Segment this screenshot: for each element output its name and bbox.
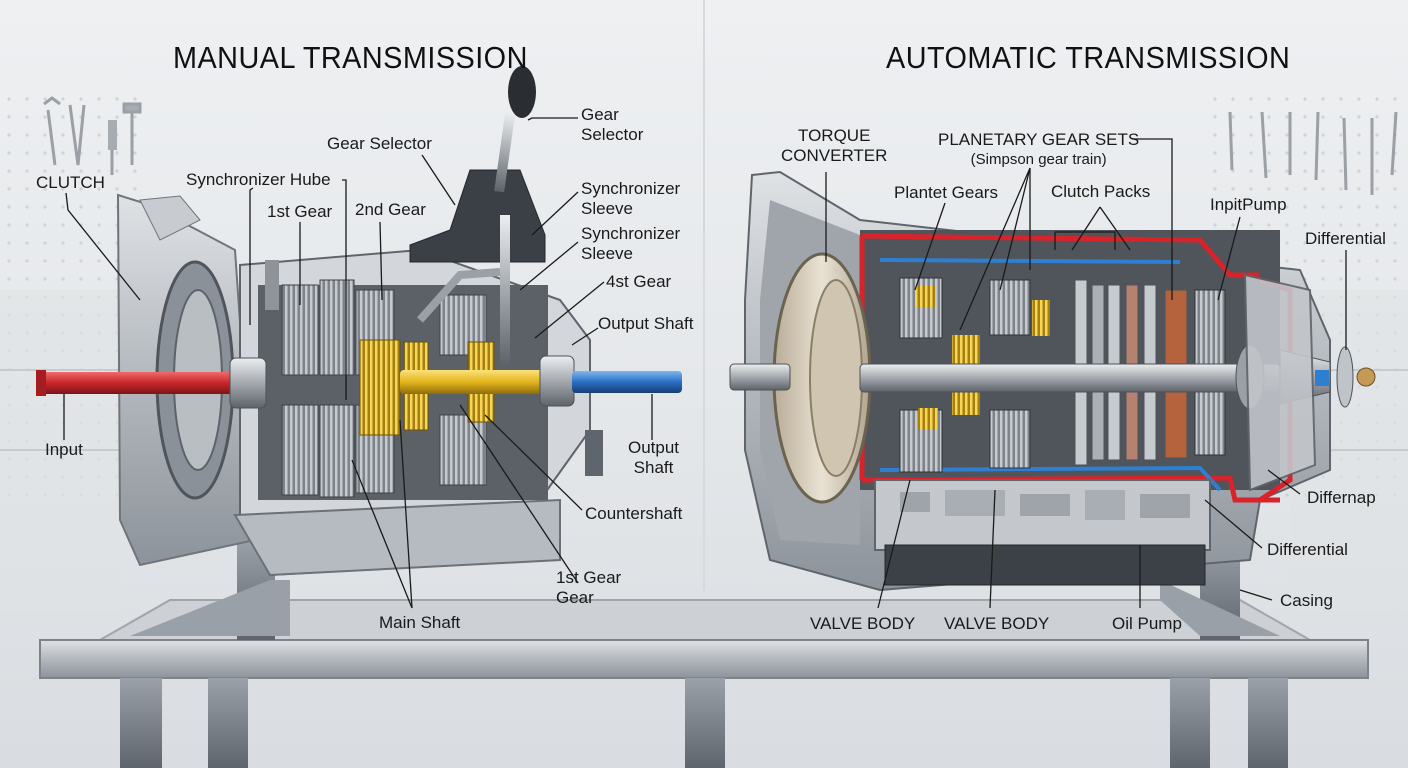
label-line: TORQUE <box>798 126 871 145</box>
label-line: 1st Gear <box>556 568 622 587</box>
label-clutch-packs: Clutch Packs <box>1051 182 1151 201</box>
label-line: Selector <box>581 125 644 144</box>
gear-selector <box>409 66 546 365</box>
label-countershaft: Countershaft <box>585 504 683 523</box>
label-line: Output <box>628 438 680 457</box>
label-valve-body-1: VALVE BODY <box>810 614 916 633</box>
label-line: Synchronizer <box>581 224 681 243</box>
hammer-icon <box>122 102 142 165</box>
label-second-gear: 2nd Gear <box>355 200 426 219</box>
label-line: Gear <box>581 105 619 124</box>
label-differnap: Differnap <box>1307 488 1376 507</box>
manual-title: MANUAL TRANSMISSION <box>173 40 528 75</box>
label-main-shaft: Main Shaft <box>379 613 461 632</box>
planetary-gears <box>899 277 1050 473</box>
leader-lines <box>63 117 1347 609</box>
label-inputpump: InpitPump <box>1210 195 1287 214</box>
workbench <box>39 540 1369 768</box>
label-output-shaft-bottom: Output Shaft <box>628 438 679 478</box>
label-planetary-gear-sets: PLANETARY GEAR SETS (Simpson gear train) <box>938 130 1139 170</box>
label-synchronizer-sleeve-1: Synchronizer Sleeve <box>581 179 680 219</box>
label-differential-mid: Differential <box>1267 540 1348 559</box>
automatic-transmission <box>729 170 1376 592</box>
label-line: PLANETARY GEAR SETS <box>938 130 1140 149</box>
wrench-icon <box>43 96 61 166</box>
label-oil-pump: Oil Pump <box>1112 614 1182 633</box>
label-line: Synchronizer <box>581 179 681 198</box>
label-gear-selector-right: Gear Selector <box>581 105 643 145</box>
label-torque-converter: TORQUE CONVERTER <box>781 126 887 166</box>
label-line: Gear <box>556 588 594 607</box>
label-fourth-gear: 4st Gear <box>606 272 672 291</box>
label-synchronizer-sleeve-2: Synchronizer Sleeve <box>581 224 680 264</box>
label-line: Shaft <box>633 458 674 477</box>
label-first-gear: 1st Gear <box>267 202 333 221</box>
label-differential-top: Differential <box>1305 229 1386 248</box>
valve-body <box>874 479 1211 586</box>
label-gear-selector-left: Gear Selector <box>327 134 432 153</box>
label-input: Input <box>45 440 83 459</box>
label-line: Sleeve <box>581 199 633 218</box>
wrench-icon <box>1228 111 1398 195</box>
screwdriver-icon <box>108 120 117 175</box>
label-valve-body-2: VALVE BODY <box>944 614 1050 633</box>
label-output-shaft-top: Output Shaft <box>598 314 694 333</box>
manual-transmission <box>36 66 682 577</box>
label-line: CONVERTER <box>781 146 888 165</box>
automatic-title: AUTOMATIC TRANSMISSION <box>886 40 1291 75</box>
label-synchronizer-hube: Synchronizer Hube <box>186 170 331 189</box>
label-first-gear-gear: 1st Gear Gear <box>556 568 621 608</box>
label-line: (Simpson gear train) <box>970 151 1107 168</box>
label-planet-gears: Plantet Gears <box>894 183 998 202</box>
pliers-icon <box>68 104 86 166</box>
manual-shafts <box>36 355 682 409</box>
label-line: Sleeve <box>581 244 633 263</box>
label-clutch: CLUTCH <box>36 173 105 192</box>
label-casing: Casing <box>1280 591 1333 610</box>
